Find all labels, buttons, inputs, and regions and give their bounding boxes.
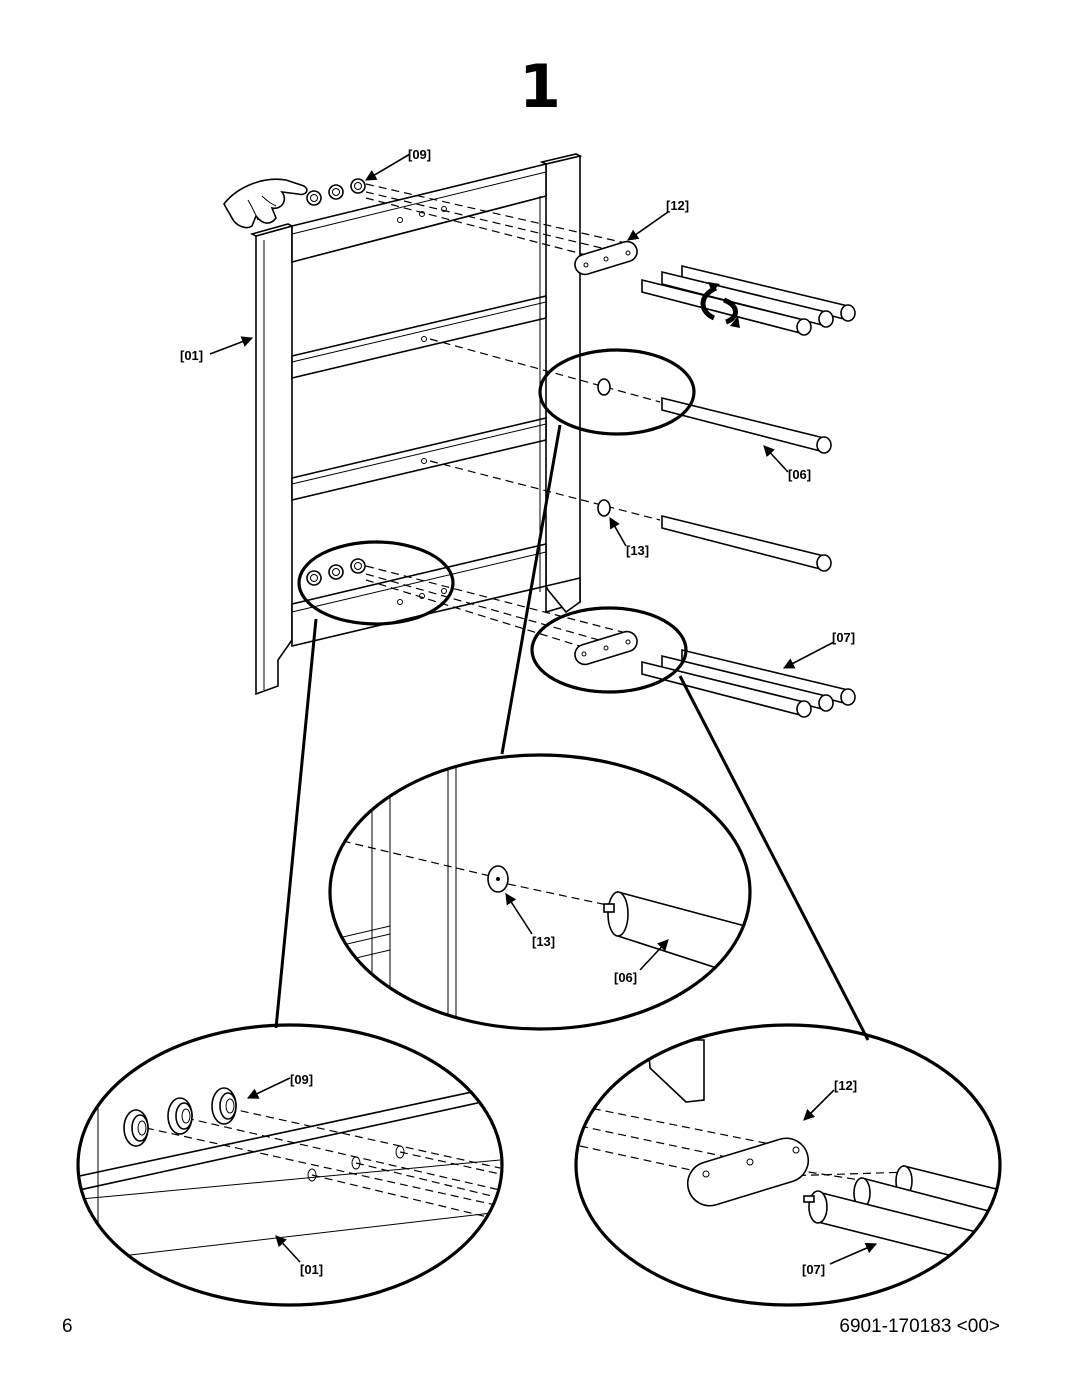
label-part-01: [01] xyxy=(180,348,203,363)
bracket-plate-bottom xyxy=(574,630,638,666)
label-part-07: [07] xyxy=(832,630,855,645)
zoom-connector-bracket xyxy=(678,675,870,1041)
label-zoom-part-07: [07] xyxy=(802,1262,825,1277)
zoom-ring-bracket xyxy=(530,606,688,694)
rods-bottom xyxy=(641,648,856,718)
label-part-13: [13] xyxy=(626,543,649,558)
frame-holes xyxy=(397,206,447,605)
bracket-plate-top xyxy=(574,240,638,276)
hand-icon xyxy=(223,178,308,229)
page-number: 6 xyxy=(62,1316,73,1337)
rod-middle-lower xyxy=(597,499,832,572)
label-zoom-part-09: [09] xyxy=(290,1072,313,1087)
label-part-09-top: [09] xyxy=(408,147,431,162)
zoom-connector-caps xyxy=(274,618,318,1029)
label-zoom-part-12: [12] xyxy=(834,1078,857,1093)
cap-fittings-bottom xyxy=(306,558,366,586)
rod-middle-upper xyxy=(597,378,832,454)
rotate-icon xyxy=(700,282,740,328)
zoom-detail-caps xyxy=(78,1085,501,1305)
label-zoom-part-01: [01] xyxy=(300,1262,323,1277)
label-part-06: [06] xyxy=(788,467,811,482)
insertion-lines xyxy=(365,183,661,649)
end-frame-part xyxy=(249,153,583,696)
label-zoom-part-13: [13] xyxy=(532,934,555,949)
zoom-detail-bracket xyxy=(579,1039,1000,1270)
document-code: 6901-170183 <00> xyxy=(839,1316,1000,1337)
label-zoom-part-06: [06] xyxy=(614,970,637,985)
rods-top xyxy=(641,264,856,336)
zoom-connector-washer xyxy=(500,424,562,755)
label-part-12-top: [12] xyxy=(666,198,689,213)
cap-fittings-top xyxy=(306,178,366,206)
zoom-ring-washer xyxy=(538,348,696,436)
step-number: 1 xyxy=(519,52,561,122)
zoom-ring-caps xyxy=(297,540,455,626)
